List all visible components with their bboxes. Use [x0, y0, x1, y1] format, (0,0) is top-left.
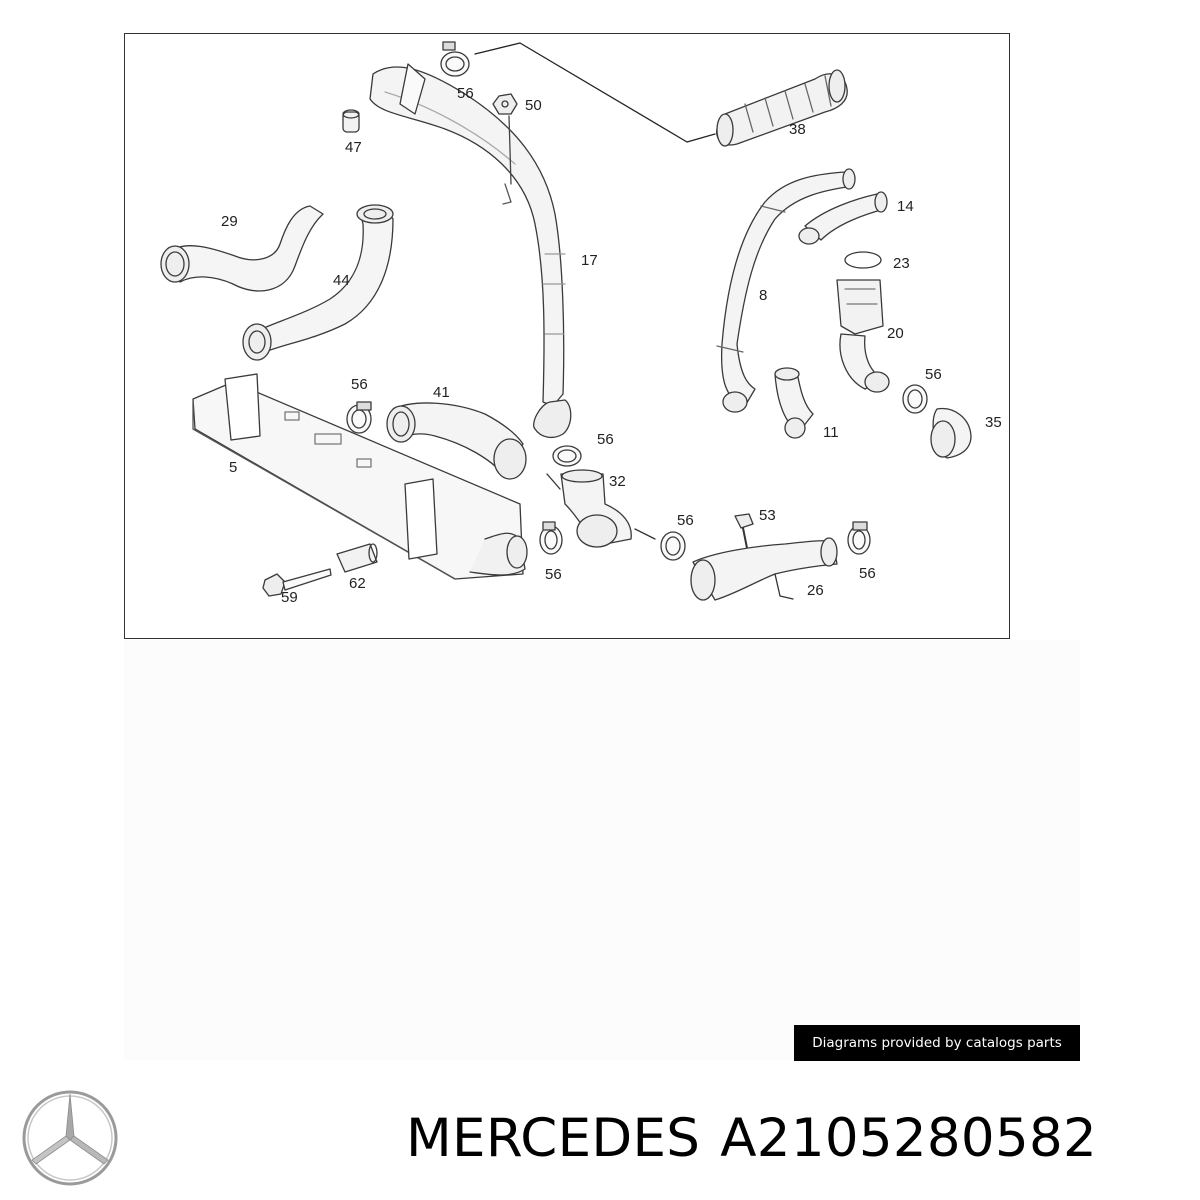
blank-diagram-area [124, 640, 1080, 1060]
part-47-grommet-drawing [342, 109, 360, 133]
callout-14: 14 [897, 198, 914, 215]
callout-56: 56 [925, 366, 942, 383]
callout-23: 23 [893, 255, 910, 272]
callout-44: 44 [333, 272, 350, 289]
part-50-nut-drawing [492, 93, 518, 185]
callout-56: 56 [545, 566, 562, 583]
part-56-clamp-drawing [552, 445, 582, 467]
credit-text: Diagrams provided by catalogs parts [812, 1035, 1062, 1051]
callout-56: 56 [457, 85, 474, 102]
part-56-clamp-drawing [539, 521, 563, 555]
part-56-clamp-drawing [847, 521, 871, 555]
part-23-seal-drawing [844, 251, 882, 269]
credit-badge: Diagrams provided by catalogs parts [794, 1025, 1080, 1061]
callout-17: 17 [581, 252, 598, 269]
callout-56: 56 [597, 431, 614, 448]
part-17-pipe-drawing [369, 63, 572, 439]
part-5-intercooler-drawing [192, 373, 528, 580]
part-53-bolt-drawing [734, 513, 754, 549]
part-number: A2105280582 [720, 1108, 1098, 1169]
callout-38: 38 [789, 121, 806, 138]
brand-name: MERCEDES [406, 1108, 701, 1169]
part-56-clamp-drawing [346, 401, 372, 434]
callout-8: 8 [759, 287, 767, 304]
callout-35: 35 [985, 414, 1002, 431]
part-56-clamp-drawing [902, 384, 928, 414]
part-8-hose-drawing [716, 168, 856, 413]
mercedes-star-icon [20, 1088, 120, 1188]
part-32-connector-drawing [546, 469, 632, 548]
callout-59: 59 [281, 589, 298, 606]
part-56-clamp-drawing [634, 528, 686, 561]
callout-47: 47 [345, 139, 362, 156]
callout-50: 50 [525, 97, 542, 114]
callout-56: 56 [859, 565, 876, 582]
part-38-bellows-drawing [716, 69, 848, 147]
part-59-bolt-drawing [262, 568, 332, 597]
callout-53: 53 [759, 507, 776, 524]
part-title: MERCEDES A2105280582 [406, 1104, 1196, 1174]
callout-56: 56 [351, 376, 368, 393]
callout-32: 32 [609, 473, 626, 490]
part-20-connector-drawing [836, 279, 890, 393]
callout-41: 41 [433, 384, 450, 401]
part-14-hose-drawing [798, 191, 888, 245]
callout-62: 62 [349, 575, 366, 592]
callout-20: 20 [887, 325, 904, 342]
part-44-hose-drawing [242, 204, 394, 361]
callout-11: 11 [823, 424, 839, 441]
callout-29: 29 [221, 213, 238, 230]
part-56-clamp-drawing [440, 41, 470, 77]
parts-diagram: 56 50 38 47 14 29 17 23 44 8 20 56 41 56… [124, 33, 1010, 639]
part-26-pipe-drawing [690, 537, 838, 601]
leader-line [474, 42, 716, 143]
exploded-view-drawing: 56 50 38 47 14 29 17 23 44 8 20 56 41 56… [160, 41, 1002, 606]
callout-5: 5 [229, 459, 237, 476]
part-41-hose-drawing [386, 402, 527, 480]
part-35-elbow-drawing [930, 407, 972, 459]
callout-56: 56 [677, 512, 694, 529]
callout-26: 26 [807, 582, 824, 599]
part-11-elbow-drawing [774, 367, 814, 439]
part-62-sleeve-drawing [336, 543, 378, 573]
part-29-hose-drawing [160, 205, 324, 292]
